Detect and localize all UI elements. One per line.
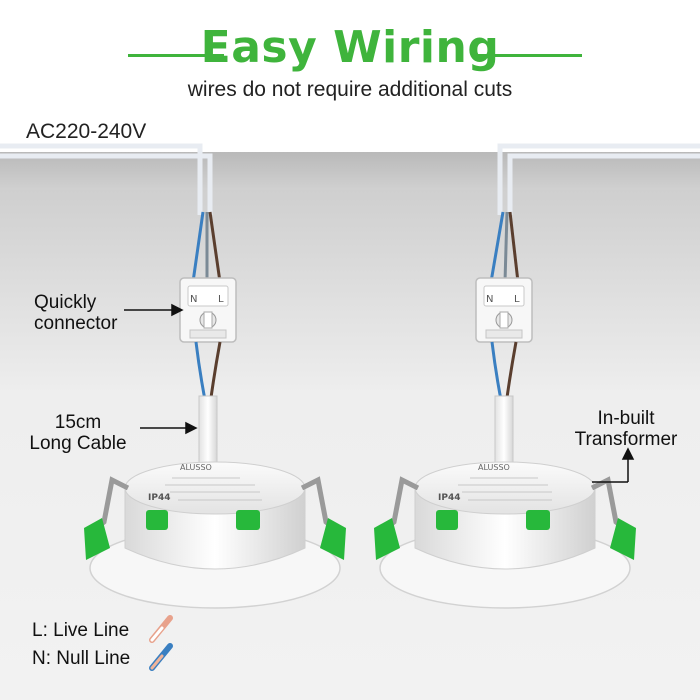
title-area: Easy Wiring [0,22,700,82]
device-ip-rating-left: IP44 [148,493,170,503]
fixture-left: N L ALUSSO IP44 [84,211,346,609]
page-title: Easy Wiring [200,22,500,73]
cable-arrow-head [185,421,198,435]
body-switch-left-a [146,510,168,530]
long-cable-right [494,395,514,469]
page-subtitle: wires do not require additional cuts [187,78,513,101]
driver-top-left [124,461,306,515]
spring-clip-tip-left-a [84,518,110,560]
connector-l-mark-right: L [514,294,520,305]
connector-n-mark-left: N [190,294,197,305]
live-wire-icon [149,615,173,643]
spring-clip-tip-right-b [610,518,636,560]
legend-null: N: Null Line [32,648,131,669]
connector-l-mark-left: L [218,294,224,305]
upper-wires-left [191,211,222,283]
body-switch-right-a [436,510,458,530]
quick-connector-right: N L [475,277,533,343]
fixture-right: N L ALUSSO IP44 [374,211,636,609]
connector-n-mark-right: N [486,294,493,305]
device-print-lines-right [458,477,552,501]
long-cable-left [198,395,218,469]
body-switch-right-b [526,510,550,530]
supply-cable-right [497,143,700,215]
cable-callout: 15cm Long Cable [22,412,134,454]
connector-callout-line1: Quickly [34,292,97,313]
device-brand-right: ALUSSO [478,463,510,472]
upper-wires-right [489,211,520,283]
connector-callout-line2: connector [34,313,118,334]
spring-clip-tip-right-a [374,518,400,560]
null-wire-icon [149,643,173,671]
spring-clip-tip-left-b [320,518,346,560]
legend-live: L: Live Line [32,620,130,641]
title-rule-right [474,54,582,57]
cable-callout-line2: Long Cable [29,433,127,454]
connector-arrow-head [171,303,184,317]
connector-callout: Quickly connector [34,292,117,334]
cable-callout-line1: 15cm [54,412,102,433]
device-print-lines-left [165,477,262,501]
voltage-label: AC220-240V [26,120,147,143]
callout-arrows [124,303,635,483]
device-brand-left: ALUSSO [180,463,212,472]
quick-connector-left: N L [179,277,237,343]
transformer-callout: In-built Transformer [560,408,692,450]
ceiling-face [0,190,700,700]
transformer-callout-line1: In-built [597,408,655,429]
transformer-arrow-head [621,447,635,460]
device-ip-rating-right: IP44 [438,493,460,503]
supply-cable-left [0,143,213,215]
title-rule-left [128,54,224,57]
body-switch-left-b [236,510,260,530]
transformer-callout-line2: Transformer [574,429,678,450]
